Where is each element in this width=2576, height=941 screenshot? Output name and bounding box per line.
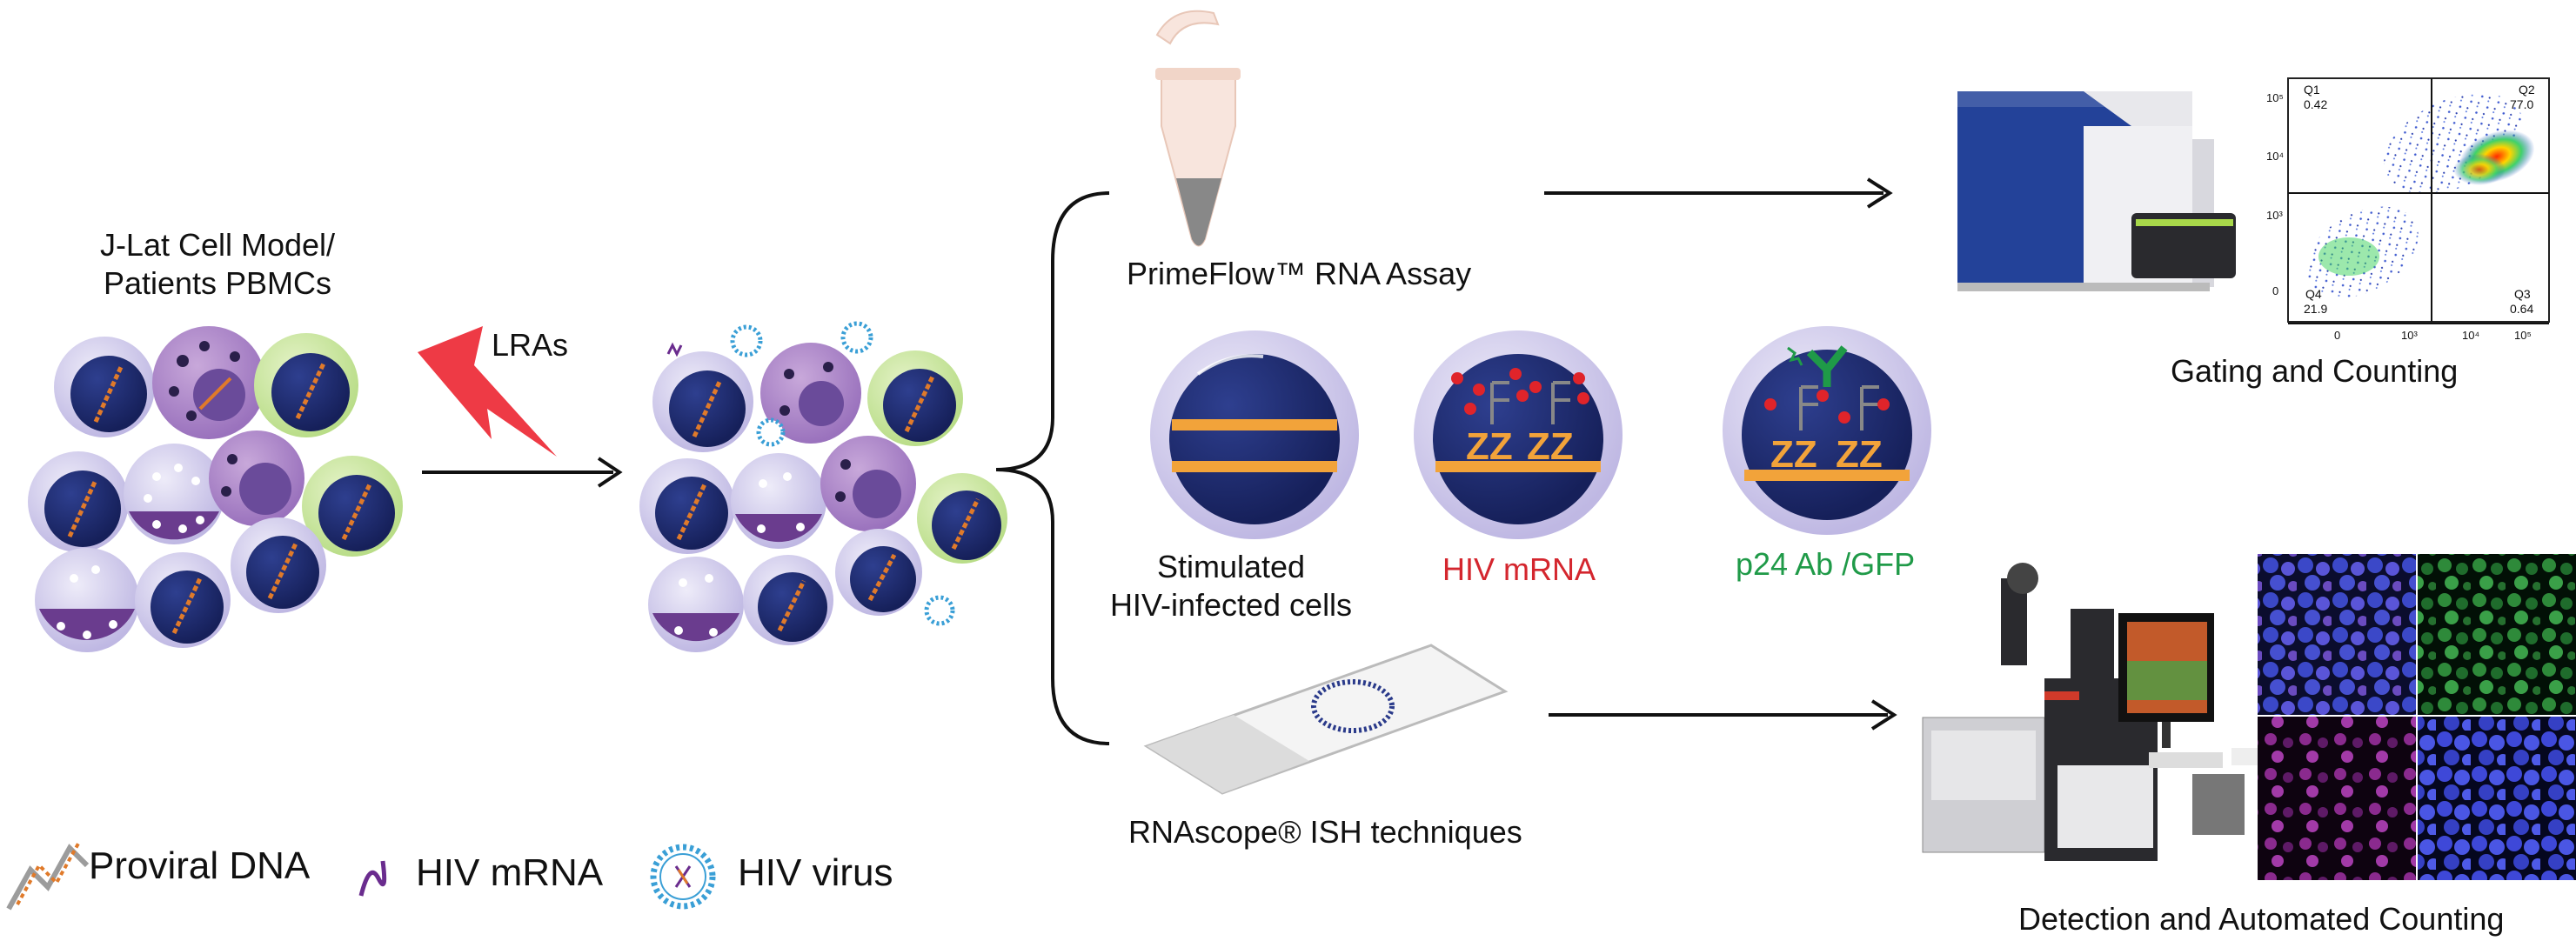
- proviral-dna-icon: [6, 843, 90, 911]
- arrow-to-flow-cytometer: [1544, 177, 1893, 209]
- svg-text:ZZ: ZZ: [1466, 425, 1513, 468]
- detection-label: Detection and Automated Counting: [2018, 901, 2505, 937]
- q3-value: 0.64: [2510, 302, 2534, 316]
- p24-label: p24 Ab /GFP: [1736, 546, 1916, 582]
- lightning-icon: [418, 326, 557, 457]
- slide-icon: [1143, 644, 1509, 795]
- rnascope-label: RNAscope® ISH techniques: [1128, 814, 1522, 850]
- q1-name: Q1: [2304, 83, 2320, 97]
- probe-cell-p24: ZZ ZZ: [1723, 326, 1931, 535]
- cell-cluster-stimulated: [639, 321, 1007, 652]
- microscope-icon: [1922, 563, 2258, 861]
- q3-name: Q3: [2514, 287, 2531, 301]
- y-tick: 0: [2272, 284, 2279, 297]
- q4-name: Q4: [2305, 287, 2322, 301]
- patients-pbmcs-label: Patients PBMCs: [103, 265, 332, 301]
- x-tick: 0: [2334, 329, 2341, 342]
- x-tick: 10³: [2401, 329, 2418, 342]
- cell-cluster-initial: [28, 326, 403, 652]
- legend-proviral-dna-label: Proviral DNA: [89, 844, 311, 887]
- stimulated-label: Stimulated: [1156, 549, 1306, 584]
- q2-value: 77.0: [2510, 97, 2534, 111]
- y-tick: 10⁴: [2266, 150, 2285, 163]
- branch-bracket: [995, 191, 1110, 745]
- hiv-virus-icon: [650, 844, 716, 910]
- fluorescence-panels: [2258, 554, 2576, 880]
- primeflow-label: PrimeFlow™ RNA Assay: [1127, 256, 1472, 291]
- svg-text:ZZ: ZZ: [1527, 425, 1574, 468]
- x-tick: 10⁵: [2514, 329, 2532, 342]
- svg-text:ZZ: ZZ: [1770, 433, 1817, 476]
- hiv-mrna-icon: [358, 860, 387, 897]
- flow-plot: [2287, 77, 2550, 324]
- y-tick: 10⁵: [2266, 91, 2284, 104]
- lras-label: LRAs: [492, 327, 569, 363]
- q4-value: 21.9: [2304, 302, 2328, 316]
- q2-name: Q2: [2519, 83, 2535, 97]
- legend-hiv-mrna-label: HIV mRNA: [416, 851, 604, 894]
- probe-cell-mrna: ZZ ZZ: [1414, 330, 1623, 539]
- x-tick: 10⁴: [2462, 329, 2480, 342]
- q1-value: 0.42: [2304, 97, 2328, 111]
- hiv-infected-label: HIV-infected cells: [1109, 587, 1353, 623]
- probe-cell-stimulated: [1150, 330, 1359, 539]
- svg-text:ZZ: ZZ: [1836, 433, 1883, 476]
- tube-icon: [1155, 10, 1241, 247]
- arrow-to-microscope: [1549, 699, 1897, 731]
- gating-label: Gating and Counting: [2171, 353, 2459, 389]
- legend-hiv-virus-label: HIV virus: [738, 851, 893, 894]
- hiv-mrna-probe-label: HIV mRNA: [1442, 551, 1596, 587]
- cell-model-label: J-Lat Cell Model/: [99, 227, 336, 263]
- y-tick: 10³: [2266, 209, 2283, 222]
- flow-cytometer-icon: [1957, 91, 2236, 291]
- arrow-to-stimulated: [422, 457, 623, 488]
